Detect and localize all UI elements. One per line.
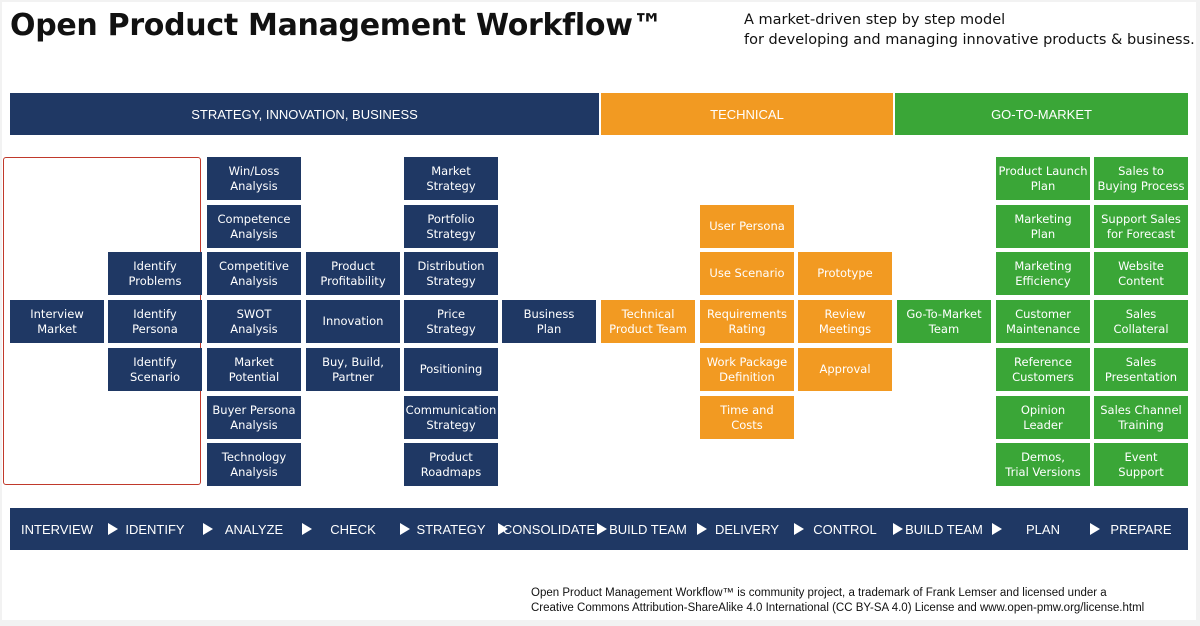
step-arrow-icon bbox=[597, 523, 607, 535]
box-prototype: Prototype bbox=[798, 252, 892, 295]
box-business-plan: Business Plan bbox=[502, 300, 596, 343]
step-check: CHECK bbox=[330, 521, 376, 537]
box-user-persona: User Persona bbox=[700, 205, 794, 248]
box-portfolio-strategy: Portfolio Strategy bbox=[404, 205, 498, 248]
footer-line-1: Open Product Management Workflow™ is com… bbox=[531, 587, 1107, 599]
step-arrow-icon bbox=[400, 523, 410, 535]
box-approval: Approval bbox=[798, 348, 892, 391]
step-analyze: ANALYZE bbox=[224, 521, 284, 537]
step-arrow-icon bbox=[498, 523, 508, 535]
box-swot-analysis: SWOT Analysis bbox=[207, 300, 301, 343]
step-arrow-icon bbox=[893, 523, 903, 535]
box-identify-persona: Identify Persona bbox=[108, 300, 202, 343]
box-positioning: Positioning bbox=[404, 348, 498, 391]
step-interview: INTERVIEW bbox=[21, 521, 93, 537]
box-communication-strategy: Communication Strategy bbox=[404, 396, 498, 439]
step-arrow-icon bbox=[1090, 523, 1100, 535]
subtitle-line-1: A market-driven step by step model bbox=[744, 12, 1006, 28]
box-sales-collateral: Sales Collateral bbox=[1094, 300, 1188, 343]
box-buy-build-partner: Buy, Build, Partner bbox=[306, 348, 400, 391]
subtitle: A market-driven step by step model for d… bbox=[744, 10, 1195, 50]
category-technical: TECHNICAL bbox=[601, 93, 893, 135]
box-price-strategy: Price Strategy bbox=[404, 300, 498, 343]
box-sales-channel-training: Sales Channel Training bbox=[1094, 396, 1188, 439]
box-requirements-rating: Requirements Rating bbox=[700, 300, 794, 343]
step-identify: IDENTIFY bbox=[125, 521, 185, 537]
box-support-sales-for-forecast: Support Sales for Forecast bbox=[1094, 205, 1188, 248]
box-market-potential: Market Potential bbox=[207, 348, 301, 391]
box-competitive-analysis: Competitive Analysis bbox=[207, 252, 301, 295]
box-review-meetings: Review Meetings bbox=[798, 300, 892, 343]
category-strategy-innovation-business: STRATEGY, INNOVATION, BUSINESS bbox=[10, 93, 599, 135]
step-arrow-icon bbox=[794, 523, 804, 535]
box-product-roadmaps: Product Roadmaps bbox=[404, 443, 498, 486]
license-footer: Open Product Management Workflow™ is com… bbox=[531, 586, 1144, 615]
box-market-strategy: Market Strategy bbox=[404, 157, 498, 200]
box-technical-product-team: Technical Product Team bbox=[601, 300, 695, 343]
box-product-profitability: Product Profitability bbox=[306, 252, 400, 295]
box-event-support: Event Support bbox=[1094, 443, 1188, 486]
box-competence-analysis: Competence Analysis bbox=[207, 205, 301, 248]
box-demos-trial-versions: Demos, Trial Versions bbox=[996, 443, 1090, 486]
box-opinion-leader: Opinion Leader bbox=[996, 396, 1090, 439]
box-use-scenario: Use Scenario bbox=[700, 252, 794, 295]
box-product-launch-plan: Product Launch Plan bbox=[996, 157, 1090, 200]
step-arrow-icon bbox=[108, 523, 118, 535]
subtitle-line-2: for developing and managing innovative p… bbox=[744, 32, 1195, 48]
box-marketing-plan: Marketing Plan bbox=[996, 205, 1090, 248]
step-arrow-icon bbox=[992, 523, 1002, 535]
step-arrow-icon bbox=[697, 523, 707, 535]
box-distribution-strategy: Distribution Strategy bbox=[404, 252, 498, 295]
box-marketing-efficiency: Marketing Efficiency bbox=[996, 252, 1090, 295]
step-arrow-icon bbox=[203, 523, 213, 535]
box-interview-market: Interview Market bbox=[10, 300, 104, 343]
box-website-content: Website Content bbox=[1094, 252, 1188, 295]
step-strategy: STRATEGY bbox=[416, 521, 486, 537]
footer-line-2: Creative Commons Attribution-ShareAlike … bbox=[531, 601, 1145, 614]
box-innovation: Innovation bbox=[306, 300, 400, 343]
box-identify-problems: Identify Problems bbox=[108, 252, 202, 295]
category-go-to-market: GO-TO-MARKET bbox=[895, 93, 1188, 135]
page-title: Open Product Management Workflow™ bbox=[10, 8, 663, 43]
box-buyer-persona-analysis: Buyer Persona Analysis bbox=[207, 396, 301, 439]
box-work-package-definition: Work Package Definition bbox=[700, 348, 794, 391]
step-prepare: PREPARE bbox=[1110, 521, 1172, 537]
step-control: CONTROL bbox=[813, 521, 877, 537]
step-build-team-technical: BUILD TEAM bbox=[609, 521, 687, 537]
box-win-loss-analysis: Win/Loss Analysis bbox=[207, 157, 301, 200]
step-plan: PLAN bbox=[1026, 521, 1060, 537]
box-reference-customers: Reference Customers bbox=[996, 348, 1090, 391]
step-build-team-go-to-market: BUILD TEAM bbox=[905, 521, 983, 537]
step-arrow-icon bbox=[302, 523, 312, 535]
box-sales-to-buying-process: Sales to Buying Process bbox=[1094, 157, 1188, 200]
box-time-and-costs: Time and Costs bbox=[700, 396, 794, 439]
step-consolidate: CONSOLIDATE bbox=[502, 521, 596, 537]
box-go-to-market-team: Go-To-Market Team bbox=[897, 300, 991, 343]
box-customer-maintenance: Customer Maintenance bbox=[996, 300, 1090, 343]
box-identify-scenario: Identify Scenario bbox=[108, 348, 202, 391]
box-technology-analysis: Technology Analysis bbox=[207, 443, 301, 486]
box-sales-presentation: Sales Presentation bbox=[1094, 348, 1188, 391]
step-delivery: DELIVERY bbox=[714, 521, 780, 537]
